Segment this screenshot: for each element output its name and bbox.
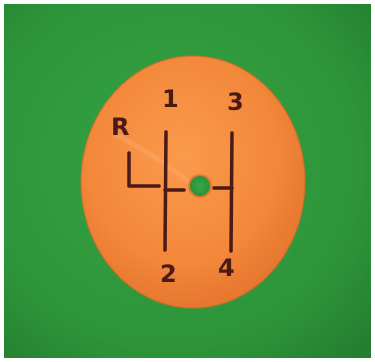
gear-shift-pattern-photo: R 1 2 3 4 (4, 4, 371, 358)
gear-label-second: 2 (160, 260, 177, 288)
gear-label-reverse: R (111, 113, 129, 141)
gear-label-third: 3 (227, 88, 244, 116)
gear-label-first: 1 (162, 85, 179, 113)
photo: R 1 2 3 4 (4, 4, 371, 358)
center-hole (189, 175, 211, 197)
gate-3-4-line (231, 133, 232, 251)
gear-label-fourth: 4 (218, 254, 235, 282)
